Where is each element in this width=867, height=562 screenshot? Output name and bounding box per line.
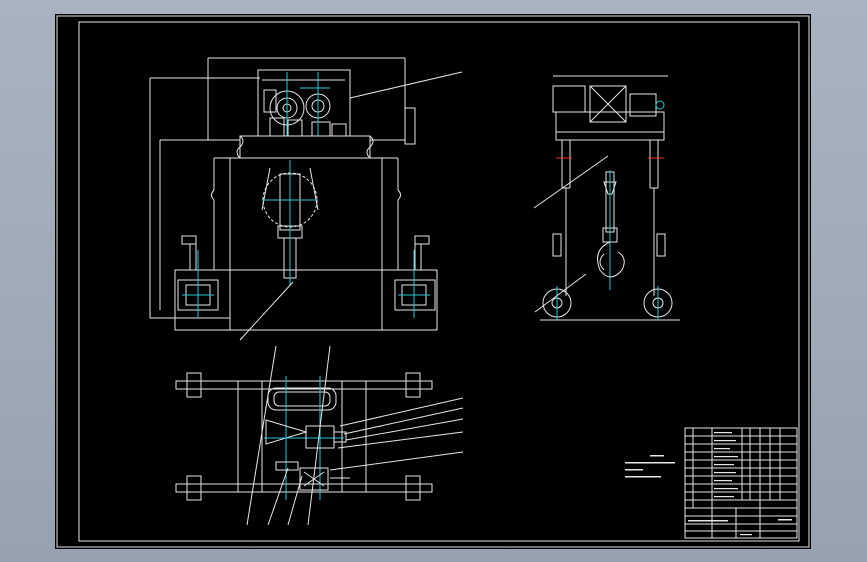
technical-notes xyxy=(625,455,675,478)
outer-border xyxy=(56,15,810,548)
inner-border xyxy=(78,21,800,542)
title-block xyxy=(684,427,798,539)
front-view xyxy=(149,57,463,341)
top-view xyxy=(175,345,464,526)
side-view xyxy=(533,75,680,321)
